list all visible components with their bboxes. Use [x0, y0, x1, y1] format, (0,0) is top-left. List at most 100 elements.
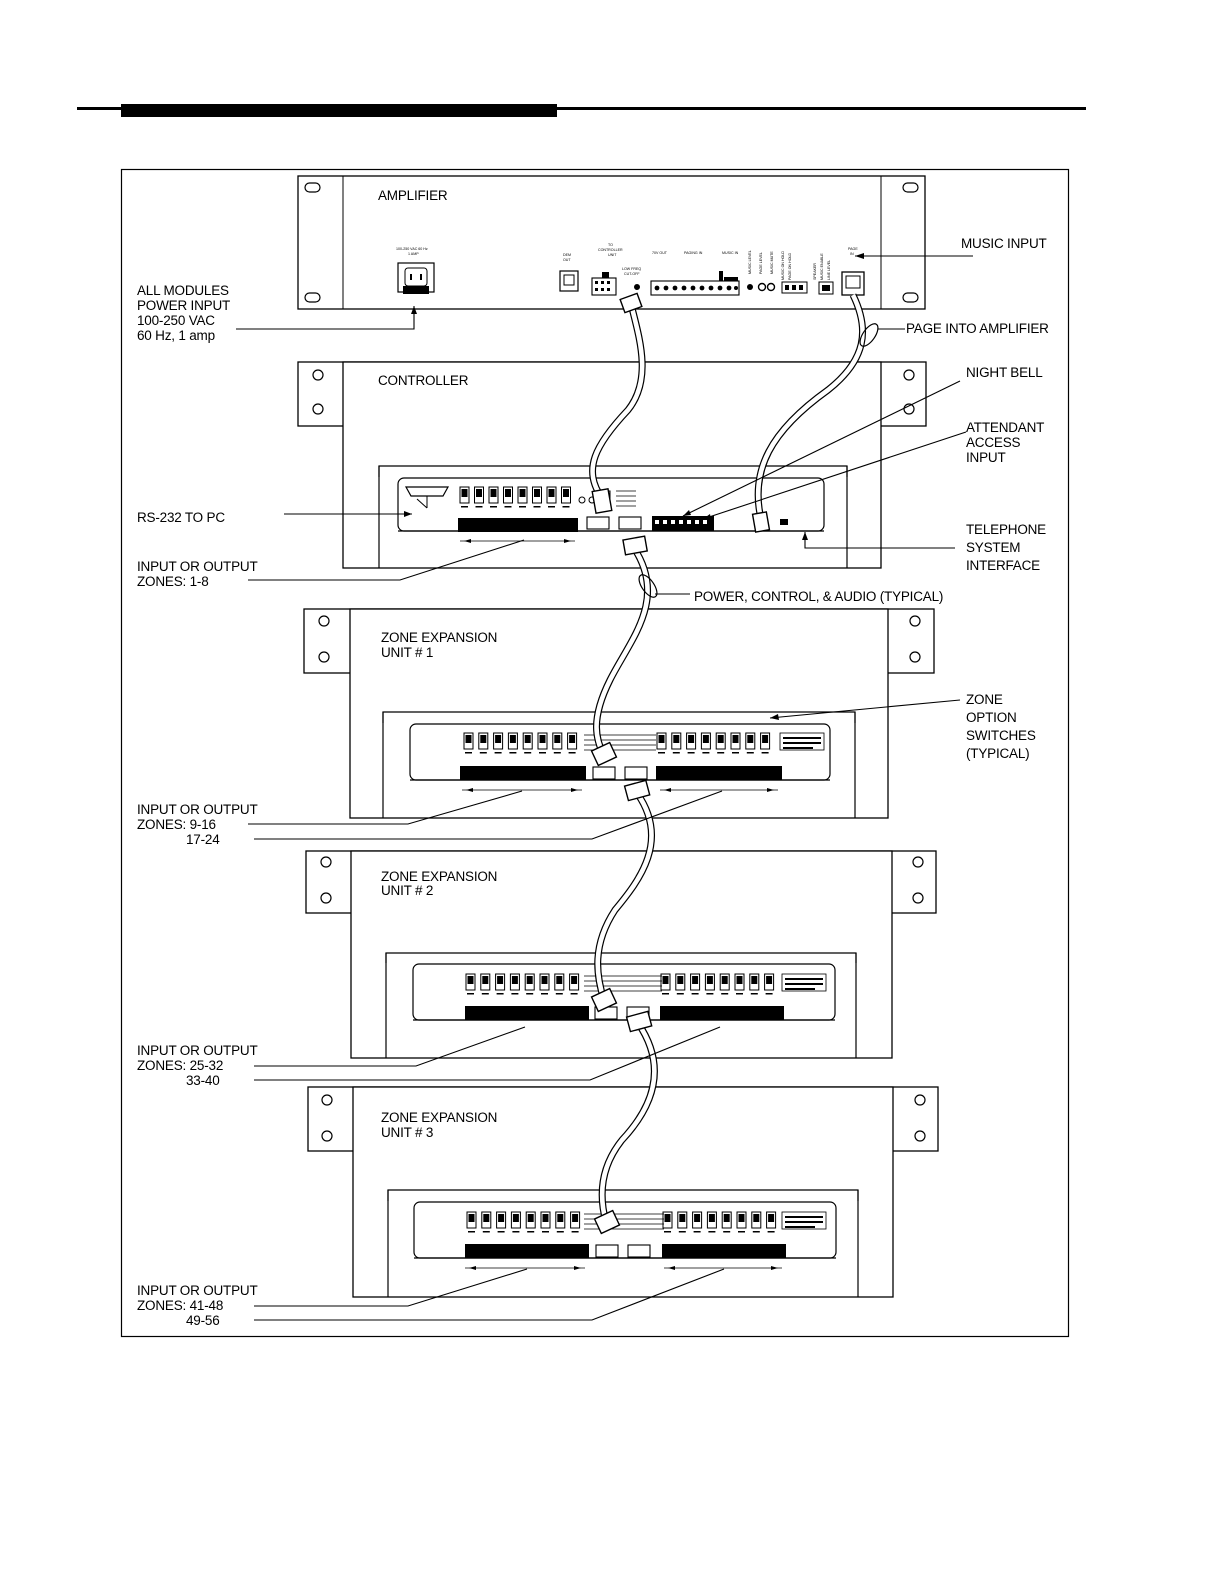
switch-tick: [562, 506, 570, 508]
cable-port-icon: [624, 766, 648, 780]
rocker-switch-knob: [572, 1214, 579, 1222]
switch-tick: [765, 993, 773, 995]
zone-terminal-block: [656, 766, 782, 780]
rocker-switch-knob: [736, 976, 743, 984]
rocker-switch-knob: [732, 735, 739, 743]
switch-tick: [708, 1231, 716, 1233]
to-controller-label: TO: [608, 243, 613, 247]
switch-tick: [687, 752, 695, 754]
mount-hole-icon: [321, 1130, 333, 1142]
zone-expansion-unit-3: ZONE EXPANSION UNIT # 3: [307, 1086, 939, 1298]
switch-tick: [761, 752, 769, 754]
rocker-switch-knob: [662, 976, 669, 984]
controller-title: CONTROLLER: [378, 373, 469, 388]
switch-tick: [555, 993, 563, 995]
telephone-interface-label: SYSTEM: [966, 540, 1020, 555]
mount-hole-icon: [914, 1130, 926, 1142]
switch-tick: [496, 993, 504, 995]
rocker-switch-knob: [679, 1214, 686, 1222]
rocker-switch-knob: [766, 976, 773, 984]
rocker-switch-knob: [569, 735, 576, 743]
zone1-chassis: [349, 608, 889, 819]
to-controller-label: UNIT: [608, 253, 617, 257]
power-input-label: POWER INPUT: [137, 298, 230, 313]
switch-tick: [524, 752, 532, 754]
switch-tick: [461, 506, 468, 508]
zones-9-24-label: INPUT OR OUTPUT: [137, 802, 258, 817]
switch-tick: [509, 752, 517, 754]
cable-plug-icon: [622, 535, 649, 556]
mount-slot-icon: [902, 182, 919, 193]
amp-vertical-label: MUSIC ON HOLD: [781, 251, 785, 280]
switch-tick: [539, 752, 546, 754]
power-input-label: 60 Hz, 1 amp: [137, 328, 215, 343]
switch-tick: [494, 752, 502, 754]
rocker-switch-knob: [509, 735, 516, 743]
mount-hole-icon: [903, 403, 915, 415]
amplifier-title: AMPLIFIER: [378, 188, 448, 203]
zone-terminal-block: [460, 766, 586, 780]
rocker-switch-knob: [539, 735, 546, 743]
zone-expansion-unit-1: ZONE EXPANSION UNIT # 1: [303, 608, 935, 819]
switch-tick: [658, 752, 665, 754]
mount-hole-icon: [321, 1094, 333, 1106]
zones-41-56-label: INPUT OR OUTPUT: [137, 1283, 258, 1298]
rocker-switch-knob: [483, 1214, 490, 1222]
switch-tick: [672, 752, 680, 754]
switch-tick: [691, 993, 699, 995]
interconnect-cables: [589, 293, 867, 1223]
cable-plug-icon: [590, 987, 618, 1013]
zones-41-56-label: 49-56: [186, 1313, 220, 1328]
rocker-switch-knob: [563, 489, 569, 497]
rocker-switch-knob: [556, 976, 563, 984]
rocker-switch-knob: [554, 735, 561, 743]
dem-out-label: OUT: [563, 258, 571, 262]
figure-frame: [120, 168, 1070, 1338]
rocker-switch-knob: [706, 976, 713, 984]
cable-port-icon: [592, 766, 616, 780]
zone2-title: ZONE EXPANSION: [381, 869, 497, 884]
callout-labels: ALL MODULES POWER INPUT 100-250 VAC 60 H…: [137, 236, 1049, 1328]
low-freq-label: LOW FREQ: [622, 267, 641, 271]
zone-expansion-unit-2: ZONE EXPANSION UNIT # 2: [305, 850, 937, 1059]
switch-tick: [732, 752, 739, 754]
rocker-switch-knob: [692, 976, 699, 984]
rocker-switch-knob: [511, 976, 518, 984]
rocker-switch-knob: [490, 489, 497, 497]
power-control-audio-label: POWER, CONTROL, & AUDIO (TYPICAL): [694, 589, 943, 604]
out70-label: 70V OUT: [652, 251, 668, 255]
rocker-switch-knob: [721, 976, 728, 984]
switch-tick: [706, 993, 714, 995]
zone-option-switches-label: (TYPICAL): [966, 746, 1029, 761]
dem-out-jack-icon: [559, 270, 579, 292]
cable-port-icon: [618, 516, 642, 530]
rocker-switch-knob: [526, 976, 533, 984]
leader-arrowheads: [404, 253, 864, 720]
switch-tick: [504, 506, 512, 508]
switch-tick: [548, 506, 555, 508]
rocker-switch-knob: [753, 1214, 760, 1222]
rocker-switch-knob: [658, 735, 665, 743]
mount-hole-icon: [912, 892, 924, 904]
paging-in-label: PAGING IN: [684, 251, 703, 255]
switch-tick: [482, 1231, 490, 1233]
mount-hole-icon: [318, 651, 330, 663]
switch-tick: [570, 993, 578, 995]
zones-25-40-label: 33-40: [186, 1073, 220, 1088]
zone3-subtitle: UNIT # 3: [381, 1125, 433, 1140]
switch-tick: [676, 993, 684, 995]
zone2-chassis: [350, 850, 893, 1059]
cable-port-icon: [586, 516, 610, 530]
mount-hole-icon: [312, 403, 324, 415]
rocker-switch-knob: [465, 735, 472, 743]
rocker-switch-knob: [738, 1214, 745, 1222]
switch-tick: [721, 993, 729, 995]
zones-9-24-label: ZONES: 9-16: [137, 817, 216, 832]
zone-switch-bank: [466, 1211, 581, 1233]
rocker-switch-knob: [694, 1214, 701, 1222]
rocker-switch-knob: [702, 735, 709, 743]
cable-plug-icon: [591, 487, 613, 515]
zone-terminal-block: [662, 1244, 786, 1258]
rocker-switch-knob: [524, 735, 531, 743]
